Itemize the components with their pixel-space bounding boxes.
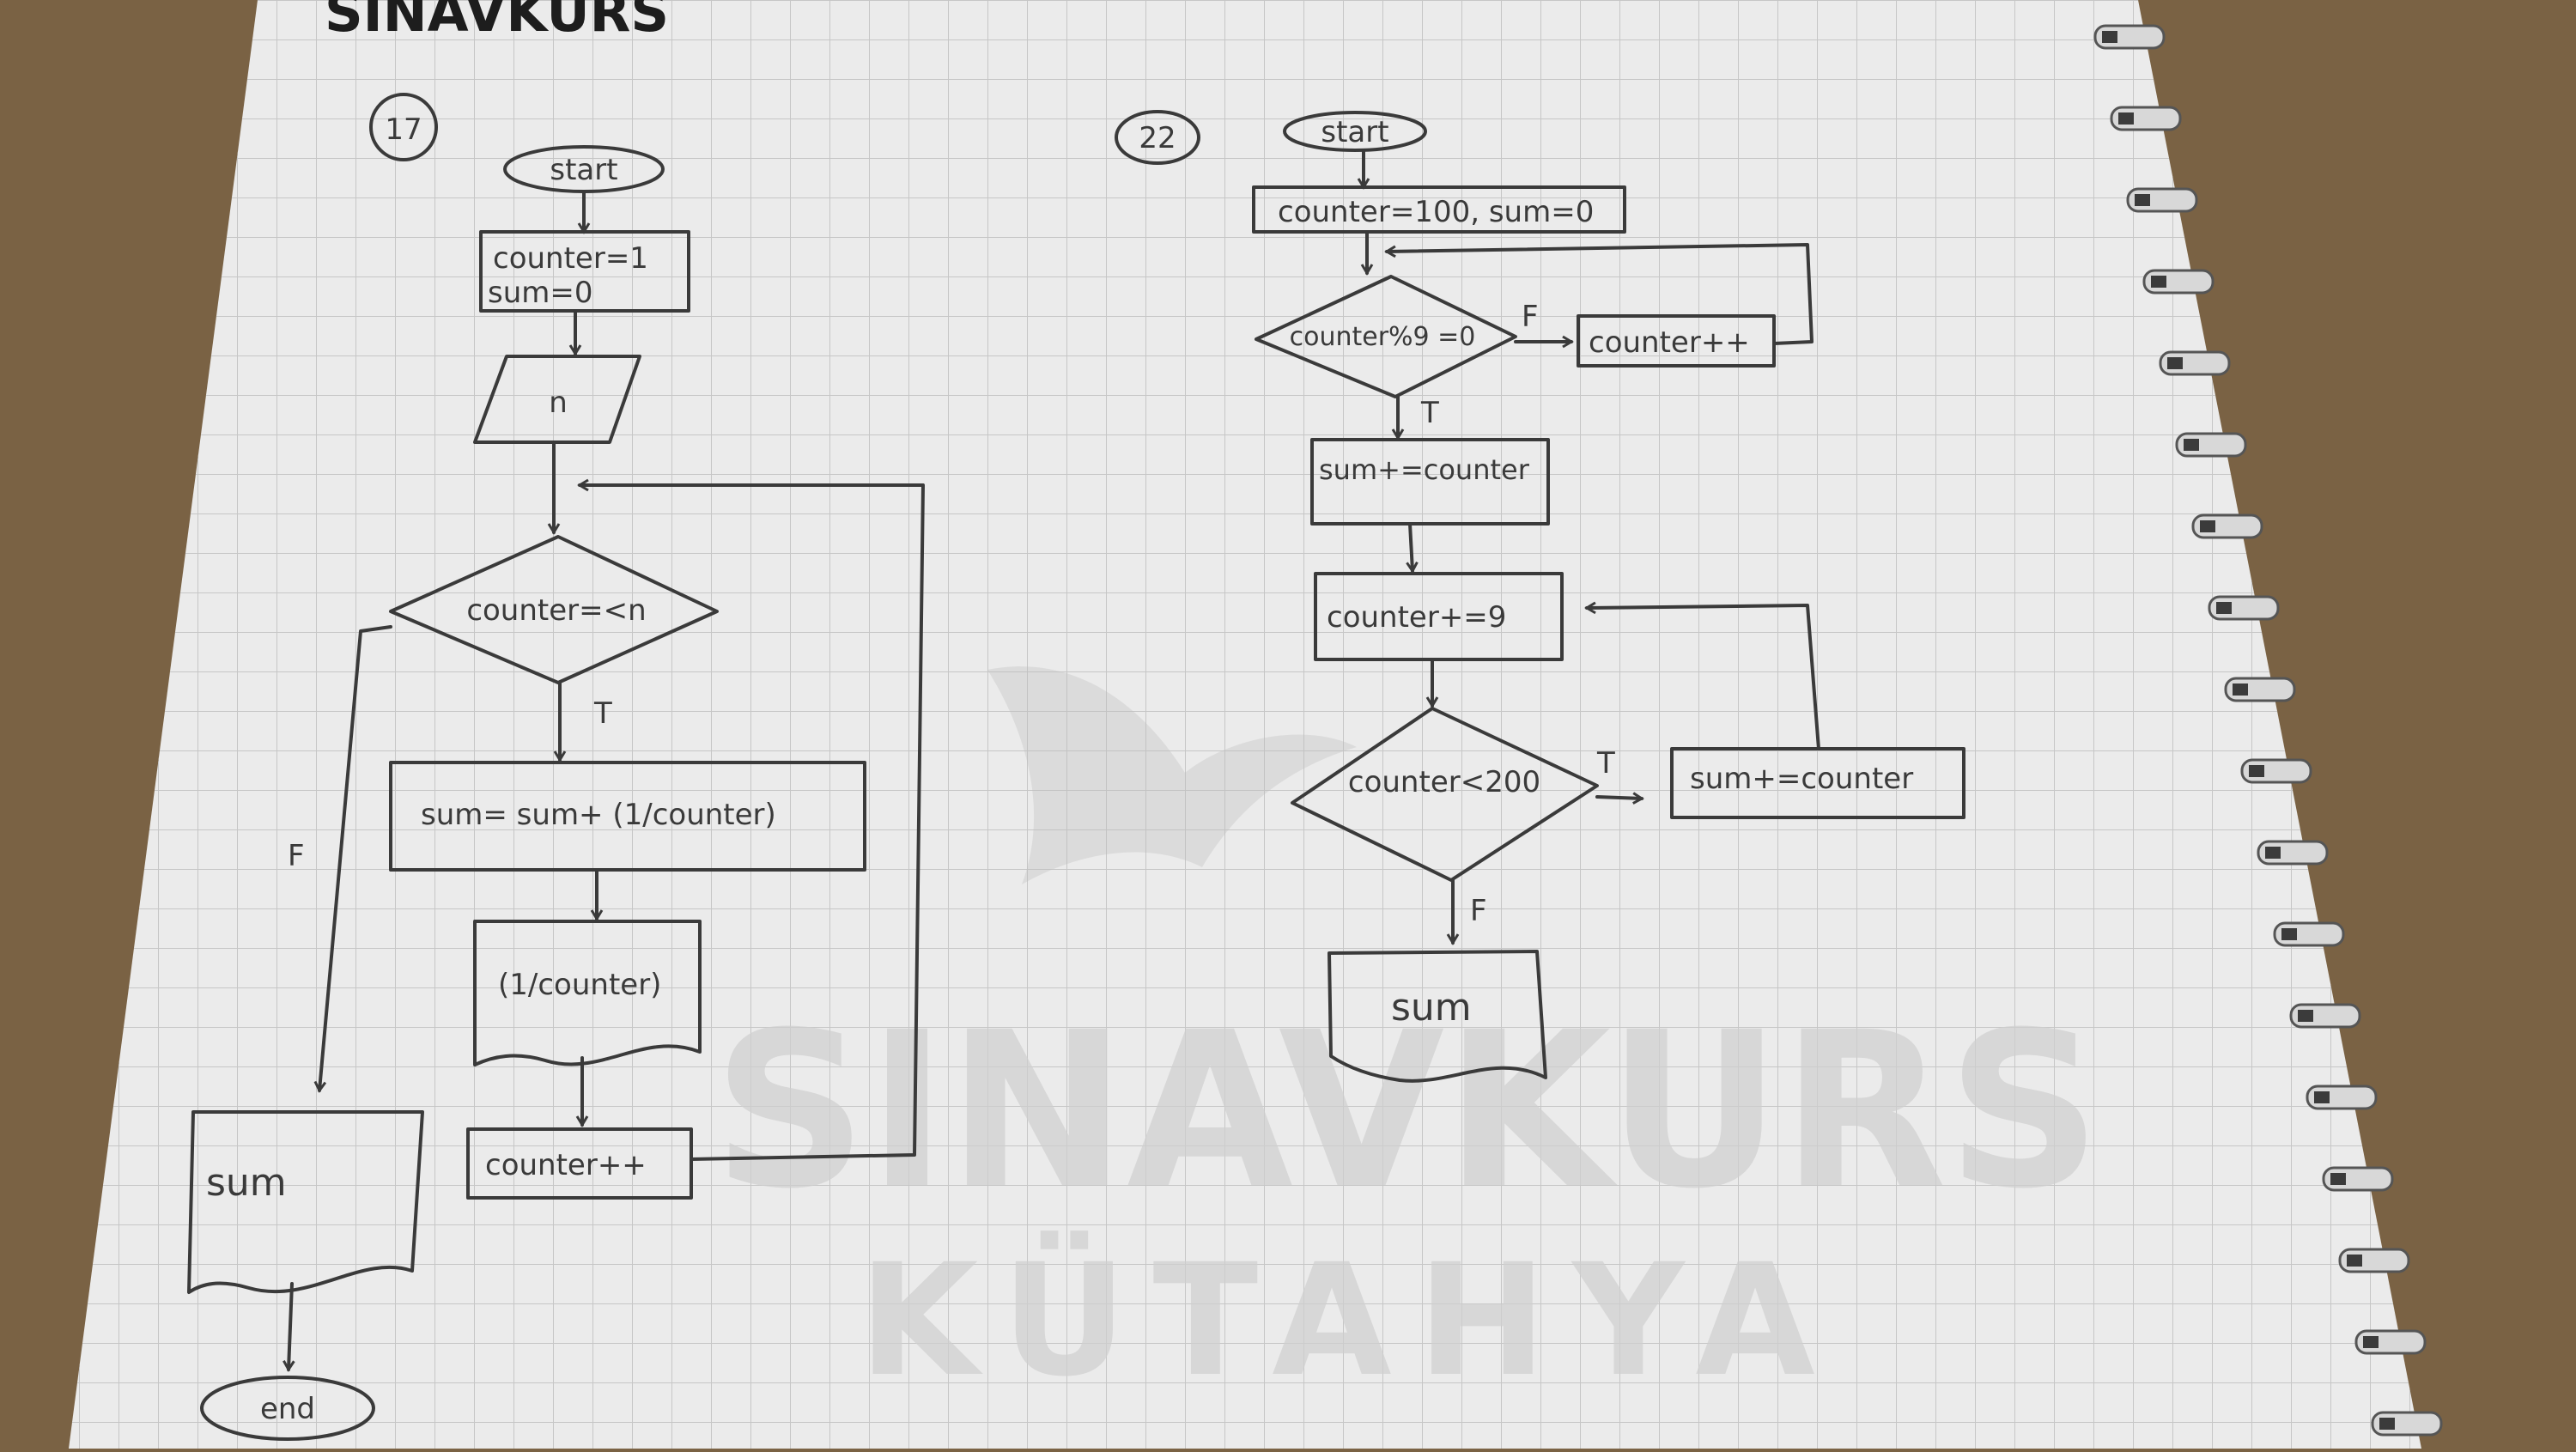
fc17-condition-label: counter=<n bbox=[466, 593, 646, 628]
watermark-eagle bbox=[987, 666, 1357, 884]
fc17-input-label: n bbox=[549, 386, 568, 420]
fc17-sum-box bbox=[389, 761, 866, 872]
fc22-init-label: counter=100, sum=0 bbox=[1278, 195, 1594, 229]
fc22-output-label: sum bbox=[1391, 986, 1472, 1030]
fc17-arrow-sum-end bbox=[283, 1282, 295, 1372]
fc22-arrow-sum1-inc9 bbox=[1406, 522, 1419, 574]
fc22-start-label: start bbox=[1321, 115, 1388, 149]
fc22-loop2-line bbox=[1584, 601, 1820, 750]
spiral-hole bbox=[2151, 276, 2166, 288]
spiral-hole bbox=[2298, 1010, 2313, 1022]
spiral-hole bbox=[2135, 194, 2150, 206]
spiral-hole bbox=[2233, 683, 2248, 696]
fc17-false-branch-line bbox=[313, 625, 392, 1093]
watermark-kutahya: KÜTAHYA bbox=[859, 1230, 1841, 1411]
fc17-false-label: F bbox=[288, 839, 305, 873]
fc17-sum-output-label: sum bbox=[206, 1161, 287, 1205]
fc17-end-label: end bbox=[260, 1392, 315, 1426]
grid-paper bbox=[69, 0, 2421, 1449]
spiral-hole bbox=[2379, 1418, 2395, 1430]
fc17-output-document bbox=[473, 920, 702, 1066]
problem-number-17: 17 bbox=[385, 112, 422, 147]
flowchart-17: 17 start counter=1 sum=0 n counter=<n T … bbox=[187, 93, 925, 1441]
fc17-end-terminal bbox=[200, 1376, 375, 1441]
fc22-init-box bbox=[1252, 185, 1626, 234]
fc17-init-box bbox=[479, 230, 690, 313]
fc22-output-document bbox=[1327, 950, 1547, 1083]
fc22-increment9-label: counter+=9 bbox=[1327, 600, 1506, 635]
spiral-hole bbox=[2249, 765, 2264, 777]
watermark-sinavkurs: SINAVKURS bbox=[713, 986, 2101, 1236]
fc17-sum-label: sum= sum+ (1/counter) bbox=[421, 798, 776, 832]
spiral-hole bbox=[2347, 1255, 2362, 1267]
fc17-increment-box bbox=[466, 1127, 693, 1200]
fc17-sum-output-document bbox=[187, 1110, 424, 1294]
fc17-increment-label: counter++ bbox=[485, 1148, 647, 1182]
fc17-output-label: (1/counter) bbox=[498, 968, 661, 1002]
fc22-true-label2: T bbox=[1596, 746, 1615, 781]
flowchart-22: 22 start counter=100, sum=0 counter%9 =0… bbox=[1115, 110, 1965, 1083]
spiral-hole bbox=[2102, 31, 2117, 43]
header-brand: SINAVKURS bbox=[325, 0, 669, 44]
problem-number-22: 22 bbox=[1139, 121, 1176, 155]
spiral-binding bbox=[2093, 24, 2443, 1437]
fc22-sum-step1-label: sum+=counter bbox=[1319, 453, 1530, 486]
fc22-false-label1: F bbox=[1522, 300, 1539, 334]
fc17-start-label: start bbox=[550, 153, 617, 187]
problem-number-22-circle bbox=[1115, 110, 1200, 165]
fc22-start-terminal bbox=[1283, 111, 1427, 152]
fc17-true-label: T bbox=[593, 696, 612, 731]
fc22-sum-step2-label: sum+=counter bbox=[1690, 762, 1913, 796]
fc22-sum-step1-box bbox=[1310, 438, 1550, 526]
fc17-init-line1: counter=1 bbox=[493, 241, 648, 276]
fc17-init-line2: sum=0 bbox=[488, 276, 593, 310]
fc22-condition2-label: counter<200 bbox=[1348, 765, 1540, 799]
problem-number-17-circle bbox=[369, 93, 438, 161]
fc22-arrow-cond2-true bbox=[1595, 792, 1644, 805]
spiral-hole bbox=[2330, 1173, 2346, 1185]
fc22-condition1-diamond bbox=[1255, 275, 1517, 398]
spiral-hole bbox=[2314, 1091, 2330, 1103]
spiral-hole bbox=[2200, 520, 2215, 532]
fc17-input-parallelogram bbox=[473, 355, 641, 444]
spiral-hole bbox=[2363, 1336, 2379, 1348]
fc22-loop1-line bbox=[1384, 243, 1814, 345]
fc22-increment1-box bbox=[1577, 314, 1776, 368]
spiral-hole bbox=[2167, 357, 2183, 369]
fc22-true-label1: T bbox=[1420, 396, 1439, 430]
fc22-false-label2: F bbox=[1470, 894, 1487, 928]
spiral-hole bbox=[2118, 112, 2134, 125]
spiral-hole bbox=[2281, 928, 2297, 940]
fc22-increment9-box bbox=[1314, 572, 1564, 661]
spiral-hole bbox=[2184, 439, 2199, 451]
spiral-hole bbox=[2216, 602, 2232, 614]
fc17-loop-back-line bbox=[577, 478, 925, 1161]
fc22-increment1-label: counter++ bbox=[1589, 325, 1750, 360]
spiral-hole bbox=[2265, 847, 2281, 859]
fc22-condition1-label: counter%9 =0 bbox=[1290, 322, 1476, 352]
